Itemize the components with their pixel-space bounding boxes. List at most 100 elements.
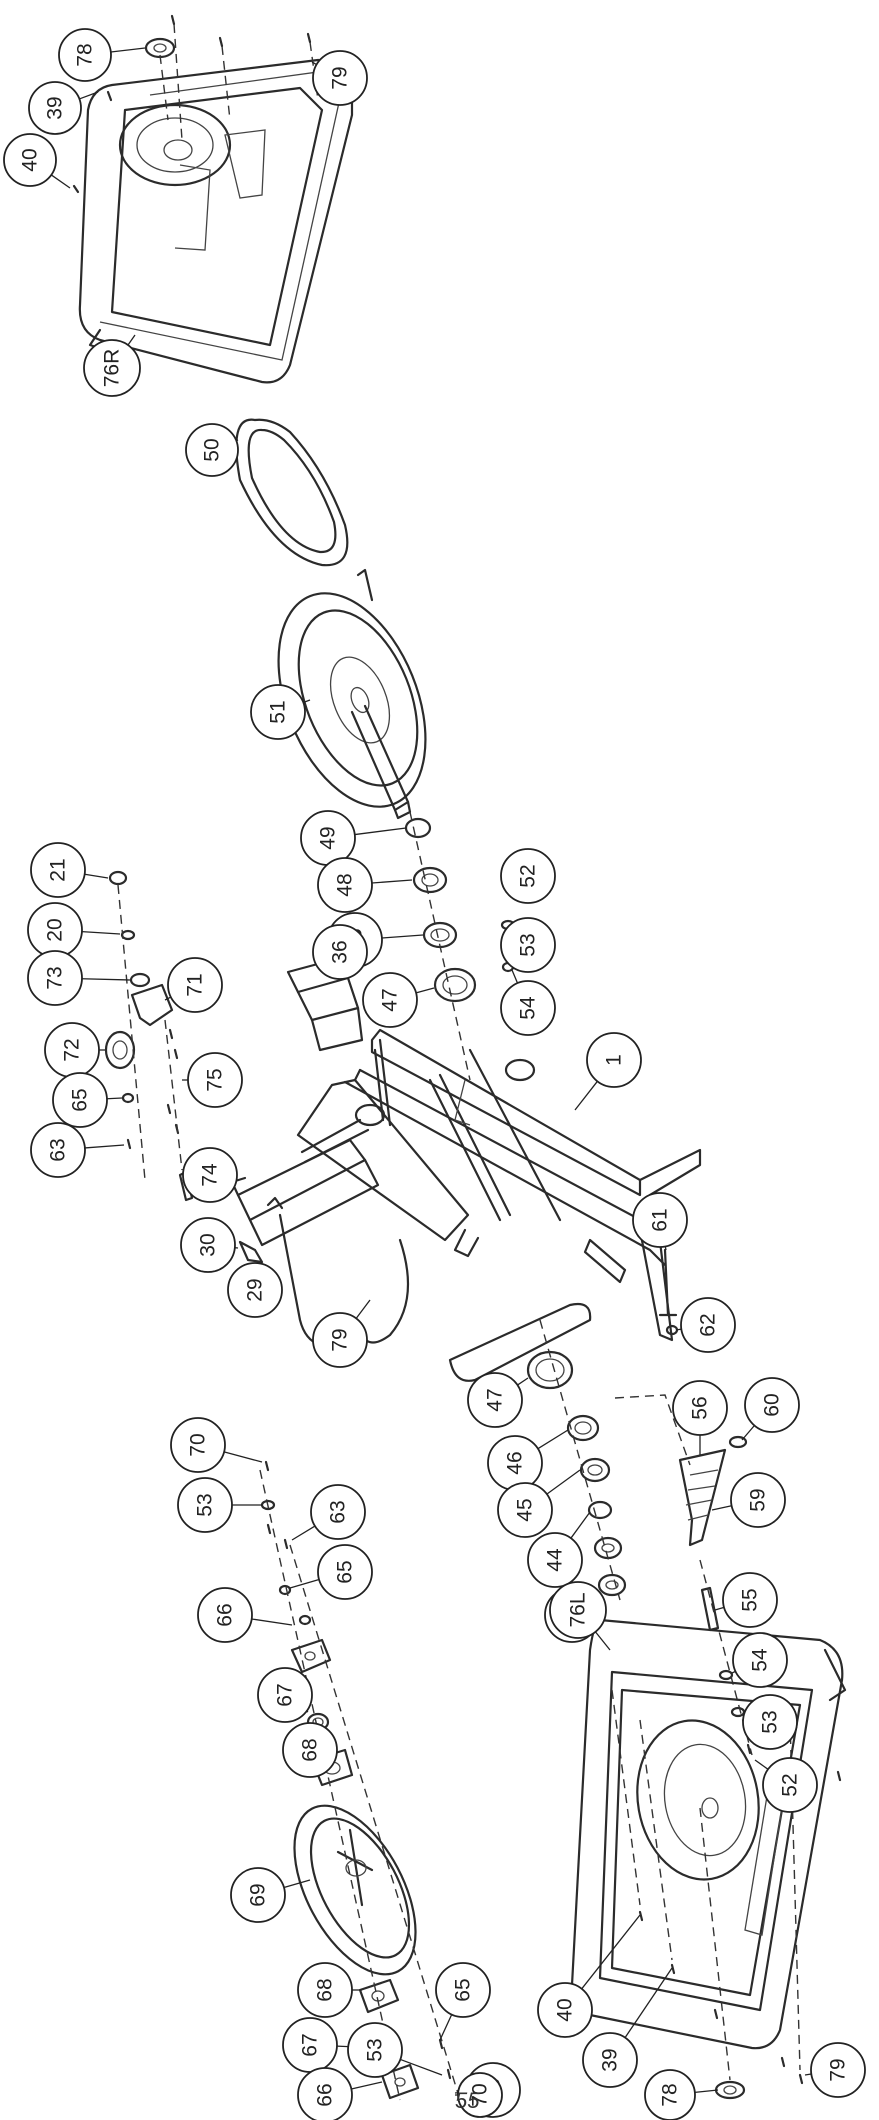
- callout-label: 53: [759, 1710, 782, 1733]
- callout-leader: [110, 47, 146, 53]
- callout-label: 54: [517, 996, 540, 1020]
- callout-leader: [624, 1967, 673, 2038]
- callout-label: 21: [47, 858, 70, 881]
- callout-circle: [187, 1052, 243, 1108]
- callout-circle: [167, 957, 223, 1013]
- callout-circle: [312, 50, 368, 106]
- callout-46b: 46: [487, 1429, 569, 1491]
- callout-label: 65: [452, 1978, 475, 2001]
- callout-leader: [50, 174, 71, 189]
- callout-53d: 53: [347, 2022, 443, 2078]
- callout-label: 50: [201, 438, 224, 461]
- callout-label: 45: [514, 1498, 537, 1521]
- callout-label: 66: [314, 2083, 337, 2106]
- callout-40: 40: [3, 133, 71, 189]
- callout-leader: [127, 334, 136, 346]
- callout-circle: [52, 1072, 108, 1128]
- callout-label: 60: [761, 1393, 784, 1416]
- callout-circle: [230, 1867, 286, 1923]
- callout-leader: [291, 1525, 316, 1541]
- callout-45: 45: [497, 1469, 581, 1538]
- callout-73: 73: [27, 950, 131, 1006]
- callout-circle: [730, 1472, 786, 1528]
- callout-circle: [549, 1581, 607, 1639]
- callout-leader: [517, 1377, 529, 1386]
- callout-circle: [500, 980, 556, 1036]
- callout-circle: [810, 2042, 866, 2098]
- callout-circle: [586, 1032, 642, 1088]
- callout-label: 75: [204, 1068, 227, 1091]
- callout-label: 59: [747, 1488, 770, 1511]
- callout-label: 71: [184, 973, 207, 996]
- callout-label: 78: [74, 43, 97, 66]
- callout-label: 20: [44, 918, 67, 941]
- callout-leader: [714, 1606, 725, 1611]
- callout-leader: [283, 1879, 311, 1889]
- callout-68: 68: [282, 1722, 338, 1778]
- callout-63b: 63: [291, 1484, 366, 1541]
- callout-label: 67: [299, 2033, 322, 2056]
- callout-65b: 65: [289, 1544, 373, 1600]
- callout-circle: [672, 1380, 728, 1436]
- callout-circle: [182, 1147, 238, 1203]
- callout-44: 44: [527, 1511, 591, 1588]
- flywheel-69: [293, 1804, 417, 1976]
- callout-label: 72: [61, 1038, 84, 1061]
- callout-label: 63: [327, 1500, 350, 1523]
- callout-36: 36: [312, 924, 368, 980]
- callout-30: 30: [180, 1217, 239, 1273]
- callout-leader: [400, 2058, 443, 2076]
- callout-circle: [30, 1122, 86, 1178]
- callout-circle: [317, 857, 373, 913]
- callout-circle: [177, 1477, 233, 1533]
- callout-circle: [467, 1372, 523, 1428]
- callout-leader: [546, 1469, 581, 1495]
- callout-leader: [223, 1451, 263, 1463]
- callout-29: 29: [227, 1261, 283, 1318]
- callout-56: 56: [672, 1380, 728, 1455]
- part-callouts: 7839407976R50514948464752535436121207371…: [3, 28, 866, 2120]
- callout-leader: [355, 1299, 371, 1319]
- callout-label: 47: [379, 988, 402, 1011]
- callout-label: 61: [649, 1208, 672, 1231]
- callout-76L: 76L: [549, 1581, 611, 1651]
- callout-circle: [435, 1962, 491, 2018]
- callout-label: 76R: [101, 349, 124, 388]
- callout-53c: 53: [177, 1477, 262, 1533]
- callout-70b: 70: [455, 2072, 503, 2118]
- callout-circle: [282, 1722, 338, 1778]
- callout-leader: [106, 1097, 123, 1100]
- bearing-stack-upper: [404, 811, 477, 1081]
- callout-74: 74: [182, 1147, 238, 1203]
- callout-label: 67: [274, 1683, 297, 1706]
- callout-67: 67: [257, 1667, 313, 1723]
- callout-53b: 53: [742, 1694, 798, 1750]
- callout-75: 75: [182, 1052, 243, 1108]
- callout-label: 79: [827, 2058, 850, 2081]
- callout-39: 39: [28, 81, 99, 135]
- fasteners-top: [72, 14, 338, 194]
- callout-label: 79: [329, 66, 352, 89]
- callout-70: 70: [170, 1417, 263, 1473]
- callout-21: 21: [30, 842, 109, 898]
- callout-leader: [251, 1618, 293, 1626]
- callout-label: 53: [364, 2038, 387, 2061]
- drive-belt-50: [235, 418, 349, 567]
- callout-78b: 78: [644, 2069, 719, 2120]
- callout-circle: [28, 81, 82, 135]
- callout-label: 53: [517, 933, 540, 956]
- callout-label: 46: [504, 1451, 527, 1474]
- callout-label: 29: [244, 1278, 267, 1301]
- callout-label: 55: [739, 1588, 762, 1611]
- callout-leader: [711, 1505, 732, 1511]
- callout-62: 62: [675, 1297, 736, 1353]
- callout-65: 65: [52, 1072, 123, 1128]
- callout-61: 61: [632, 1192, 688, 1251]
- page-number: 55: [455, 2088, 480, 2113]
- callout-circle: [347, 2022, 403, 2078]
- callout-leader: [581, 1914, 641, 1990]
- callout-label: 36: [329, 940, 352, 963]
- callout-circle: [527, 1532, 583, 1588]
- callout-label: 65: [69, 1088, 92, 1111]
- tension-bracket: [614, 1394, 748, 1547]
